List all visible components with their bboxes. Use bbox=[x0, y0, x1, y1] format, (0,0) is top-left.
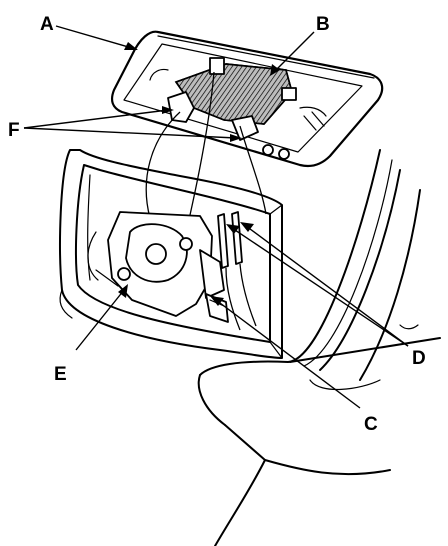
callout-b: B bbox=[316, 14, 330, 35]
callout-e: E bbox=[54, 364, 67, 385]
leader-a bbox=[55, 25, 138, 50]
mirror-actuator bbox=[87, 211, 225, 317]
leader-d bbox=[226, 222, 409, 347]
actuator-bracket bbox=[199, 249, 225, 299]
mirror-housing bbox=[59, 149, 283, 359]
leader-c bbox=[210, 296, 361, 409]
callout-f: F bbox=[8, 120, 20, 141]
heater-tab-right bbox=[281, 87, 297, 101]
glass-hole-2 bbox=[278, 148, 290, 160]
callout-a: A bbox=[40, 14, 54, 35]
glass-hole-1 bbox=[262, 144, 274, 156]
leader-b bbox=[270, 31, 315, 76]
callout-d: D bbox=[412, 348, 426, 369]
heater-element bbox=[174, 57, 297, 125]
clip-center bbox=[231, 115, 259, 141]
heater-terminals bbox=[217, 211, 257, 331]
door-body bbox=[197, 149, 441, 546]
heater-wires bbox=[145, 71, 267, 219]
callout-c: C bbox=[364, 414, 378, 435]
leader-f bbox=[23, 106, 242, 142]
leader-e bbox=[75, 284, 128, 351]
heater-tab bbox=[209, 57, 225, 75]
clip-left bbox=[167, 91, 195, 123]
glass-clips bbox=[149, 68, 327, 160]
